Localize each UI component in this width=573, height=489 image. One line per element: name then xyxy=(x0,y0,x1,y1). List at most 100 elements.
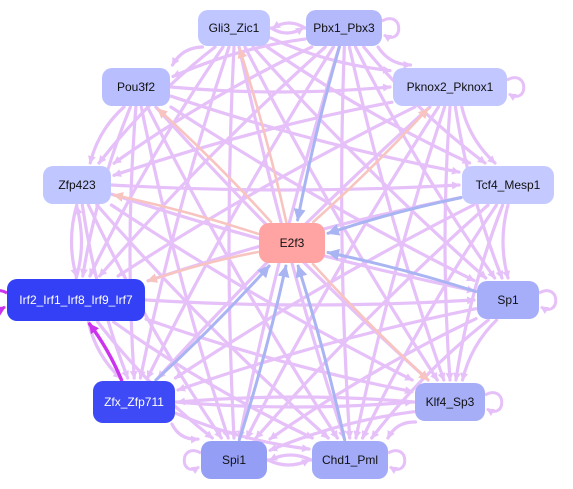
edge-pbx1-to-chd1 xyxy=(340,45,354,440)
node-label-klf4: Klf4_Sp3 xyxy=(426,395,475,409)
edge-chd1-to-spi1 xyxy=(268,453,313,462)
edge-klf4-to-zfx xyxy=(176,395,416,406)
edge-sp1-to-klf4 xyxy=(460,318,499,382)
edge-irf-to-klf4 xyxy=(144,317,414,395)
edge-e2f3-to-pknox2 xyxy=(312,107,429,224)
edge-gli3-to-tcf4 xyxy=(265,45,472,165)
edge-pou3f2-to-chd1 xyxy=(145,105,339,440)
node-label-pou3f2: Pou3f2 xyxy=(117,80,155,94)
self-loop-klf4 xyxy=(484,391,504,417)
node-box-gli3[interactable] xyxy=(198,10,270,46)
self-loop-pknox2 xyxy=(506,76,526,102)
self-loop-chd1 xyxy=(387,449,407,475)
edge-pbx1-to-zfp423 xyxy=(112,45,314,165)
edge-pbx1-to-gli3 xyxy=(271,20,307,30)
node-label-chd1: Chd1_Pml xyxy=(322,453,378,467)
node-label-pknox2: Pknox2_Pknox1 xyxy=(407,80,494,94)
node-box-e2f3[interactable] xyxy=(259,223,325,263)
edge-pou3f2-to-pknox2 xyxy=(169,83,392,94)
edge-klf4-to-chd1 xyxy=(386,420,418,440)
node-zfx[interactable]: Zfx_Zfp711 xyxy=(93,381,175,423)
edge-pbx1-to-e2f3 xyxy=(293,45,341,222)
edge-zfx-to-e2f3 xyxy=(154,264,271,382)
self-loop-irf xyxy=(0,289,8,316)
node-box-zfp423[interactable] xyxy=(43,166,111,204)
node-label-pbx1: Pbx1_Pbx3 xyxy=(313,21,375,35)
edge-e2f3-to-klf4 xyxy=(311,262,430,382)
edge-pknox2-to-zfp423 xyxy=(112,100,394,177)
node-klf4[interactable]: Klf4_Sp3 xyxy=(415,383,485,421)
node-label-sp1: Sp1 xyxy=(497,293,519,307)
self-loop-sp1 xyxy=(538,289,558,315)
edge-pknox2-to-chd1 xyxy=(353,105,447,440)
node-sp1[interactable]: Sp1 xyxy=(477,281,539,319)
node-box-spi1[interactable] xyxy=(201,441,267,479)
node-box-sp1[interactable] xyxy=(477,281,539,319)
node-box-chd1[interactable] xyxy=(312,441,388,479)
edge-chd1-to-e2f3 xyxy=(295,264,347,442)
node-box-irf[interactable] xyxy=(7,279,145,321)
node-box-pbx1[interactable] xyxy=(306,10,382,46)
edge-gli3-to-spi1 xyxy=(227,45,238,440)
edge-pknox2-to-irf xyxy=(116,105,417,278)
edge-zfp423-to-klf4 xyxy=(109,203,414,382)
node-chd1[interactable]: Chd1_Pml xyxy=(312,441,388,479)
edge-zfp423-to-spi1 xyxy=(86,203,223,440)
edge-pknox2-to-spi1 xyxy=(245,105,440,440)
edge-spi1-to-chd1 xyxy=(266,458,311,467)
edge-pknox2-to-tcf4 xyxy=(460,105,497,165)
edge-irf-to-zfp423 xyxy=(74,205,84,280)
node-spi1[interactable]: Spi1 xyxy=(201,441,267,479)
self-loops-layer xyxy=(0,17,558,475)
node-box-pou3f2[interactable] xyxy=(102,68,170,106)
edge-sp1-to-spi1 xyxy=(268,317,478,441)
node-label-e2f3: E2f3 xyxy=(280,236,305,250)
node-box-tcf4[interactable] xyxy=(462,166,554,204)
edge-gli3-to-pbx1 xyxy=(269,26,305,36)
node-box-klf4[interactable] xyxy=(415,383,485,421)
edge-pbx1-to-pknox2 xyxy=(376,45,413,69)
edge-e2f3-to-zfp423 xyxy=(112,191,260,236)
node-label-gli3: Gli3_Zic1 xyxy=(209,21,260,35)
self-loop-pbx1 xyxy=(381,17,401,43)
node-pbx1[interactable]: Pbx1_Pbx3 xyxy=(306,10,382,46)
edge-pou3f2-to-sp1 xyxy=(169,105,476,283)
edge-e2f3-to-irf xyxy=(146,250,260,283)
edge-gli3-to-pou3f2 xyxy=(170,45,204,67)
edge-zfp423-to-irf xyxy=(69,203,79,278)
edge-zfx-to-irf xyxy=(87,322,124,382)
node-label-zfp423: Zfp423 xyxy=(58,178,96,192)
edge-e2f3-to-gli3 xyxy=(237,47,288,224)
node-box-pknox2[interactable] xyxy=(393,68,507,106)
node-gli3[interactable]: Gli3_Zic1 xyxy=(198,10,270,46)
node-label-tcf4: Tcf4_Mesp1 xyxy=(476,178,541,192)
edge-pou3f2-to-zfp423 xyxy=(88,105,126,165)
node-zfp423[interactable]: Zfp423 xyxy=(43,166,111,204)
node-pknox2[interactable]: Pknox2_Pknox1 xyxy=(393,68,507,106)
edge-spi1-to-e2f3 xyxy=(237,264,290,442)
edge-pbx1-to-pou3f2 xyxy=(171,37,307,79)
edge-sp1-to-zfx xyxy=(176,307,478,392)
edge-irf-to-chd1 xyxy=(112,320,314,440)
node-box-zfx[interactable] xyxy=(93,381,175,423)
edge-zfp423-to-chd1 xyxy=(95,203,330,440)
edge-pou3f2-to-spi1 xyxy=(139,105,230,440)
edge-zfx-to-klf4 xyxy=(174,398,414,409)
node-label-irf: Irf2_Irf1_Irf8_Irf9_Irf7 xyxy=(19,293,133,307)
node-e2f3[interactable]: E2f3 xyxy=(259,223,325,263)
edge-zfp423-to-tcf4 xyxy=(110,181,461,192)
edge-sp1-to-e2f3 xyxy=(326,248,478,294)
edges-layer xyxy=(69,20,511,467)
node-tcf4[interactable]: Tcf4_Mesp1 xyxy=(462,166,554,204)
edge-tcf4-to-e2f3 xyxy=(326,196,463,236)
node-irf[interactable]: Irf2_Irf1_Irf8_Irf9_Irf7 xyxy=(7,279,145,321)
node-pou3f2[interactable]: Pou3f2 xyxy=(102,68,170,106)
edge-e2f3-to-pou3f2 xyxy=(156,107,273,224)
node-label-spi1: Spi1 xyxy=(222,453,246,467)
edge-tcf4-to-zfx xyxy=(173,203,476,380)
edge-tcf4-to-sp1 xyxy=(501,203,511,280)
self-loop-spi1 xyxy=(182,449,202,475)
edge-pbx1-to-zfx xyxy=(145,45,335,380)
